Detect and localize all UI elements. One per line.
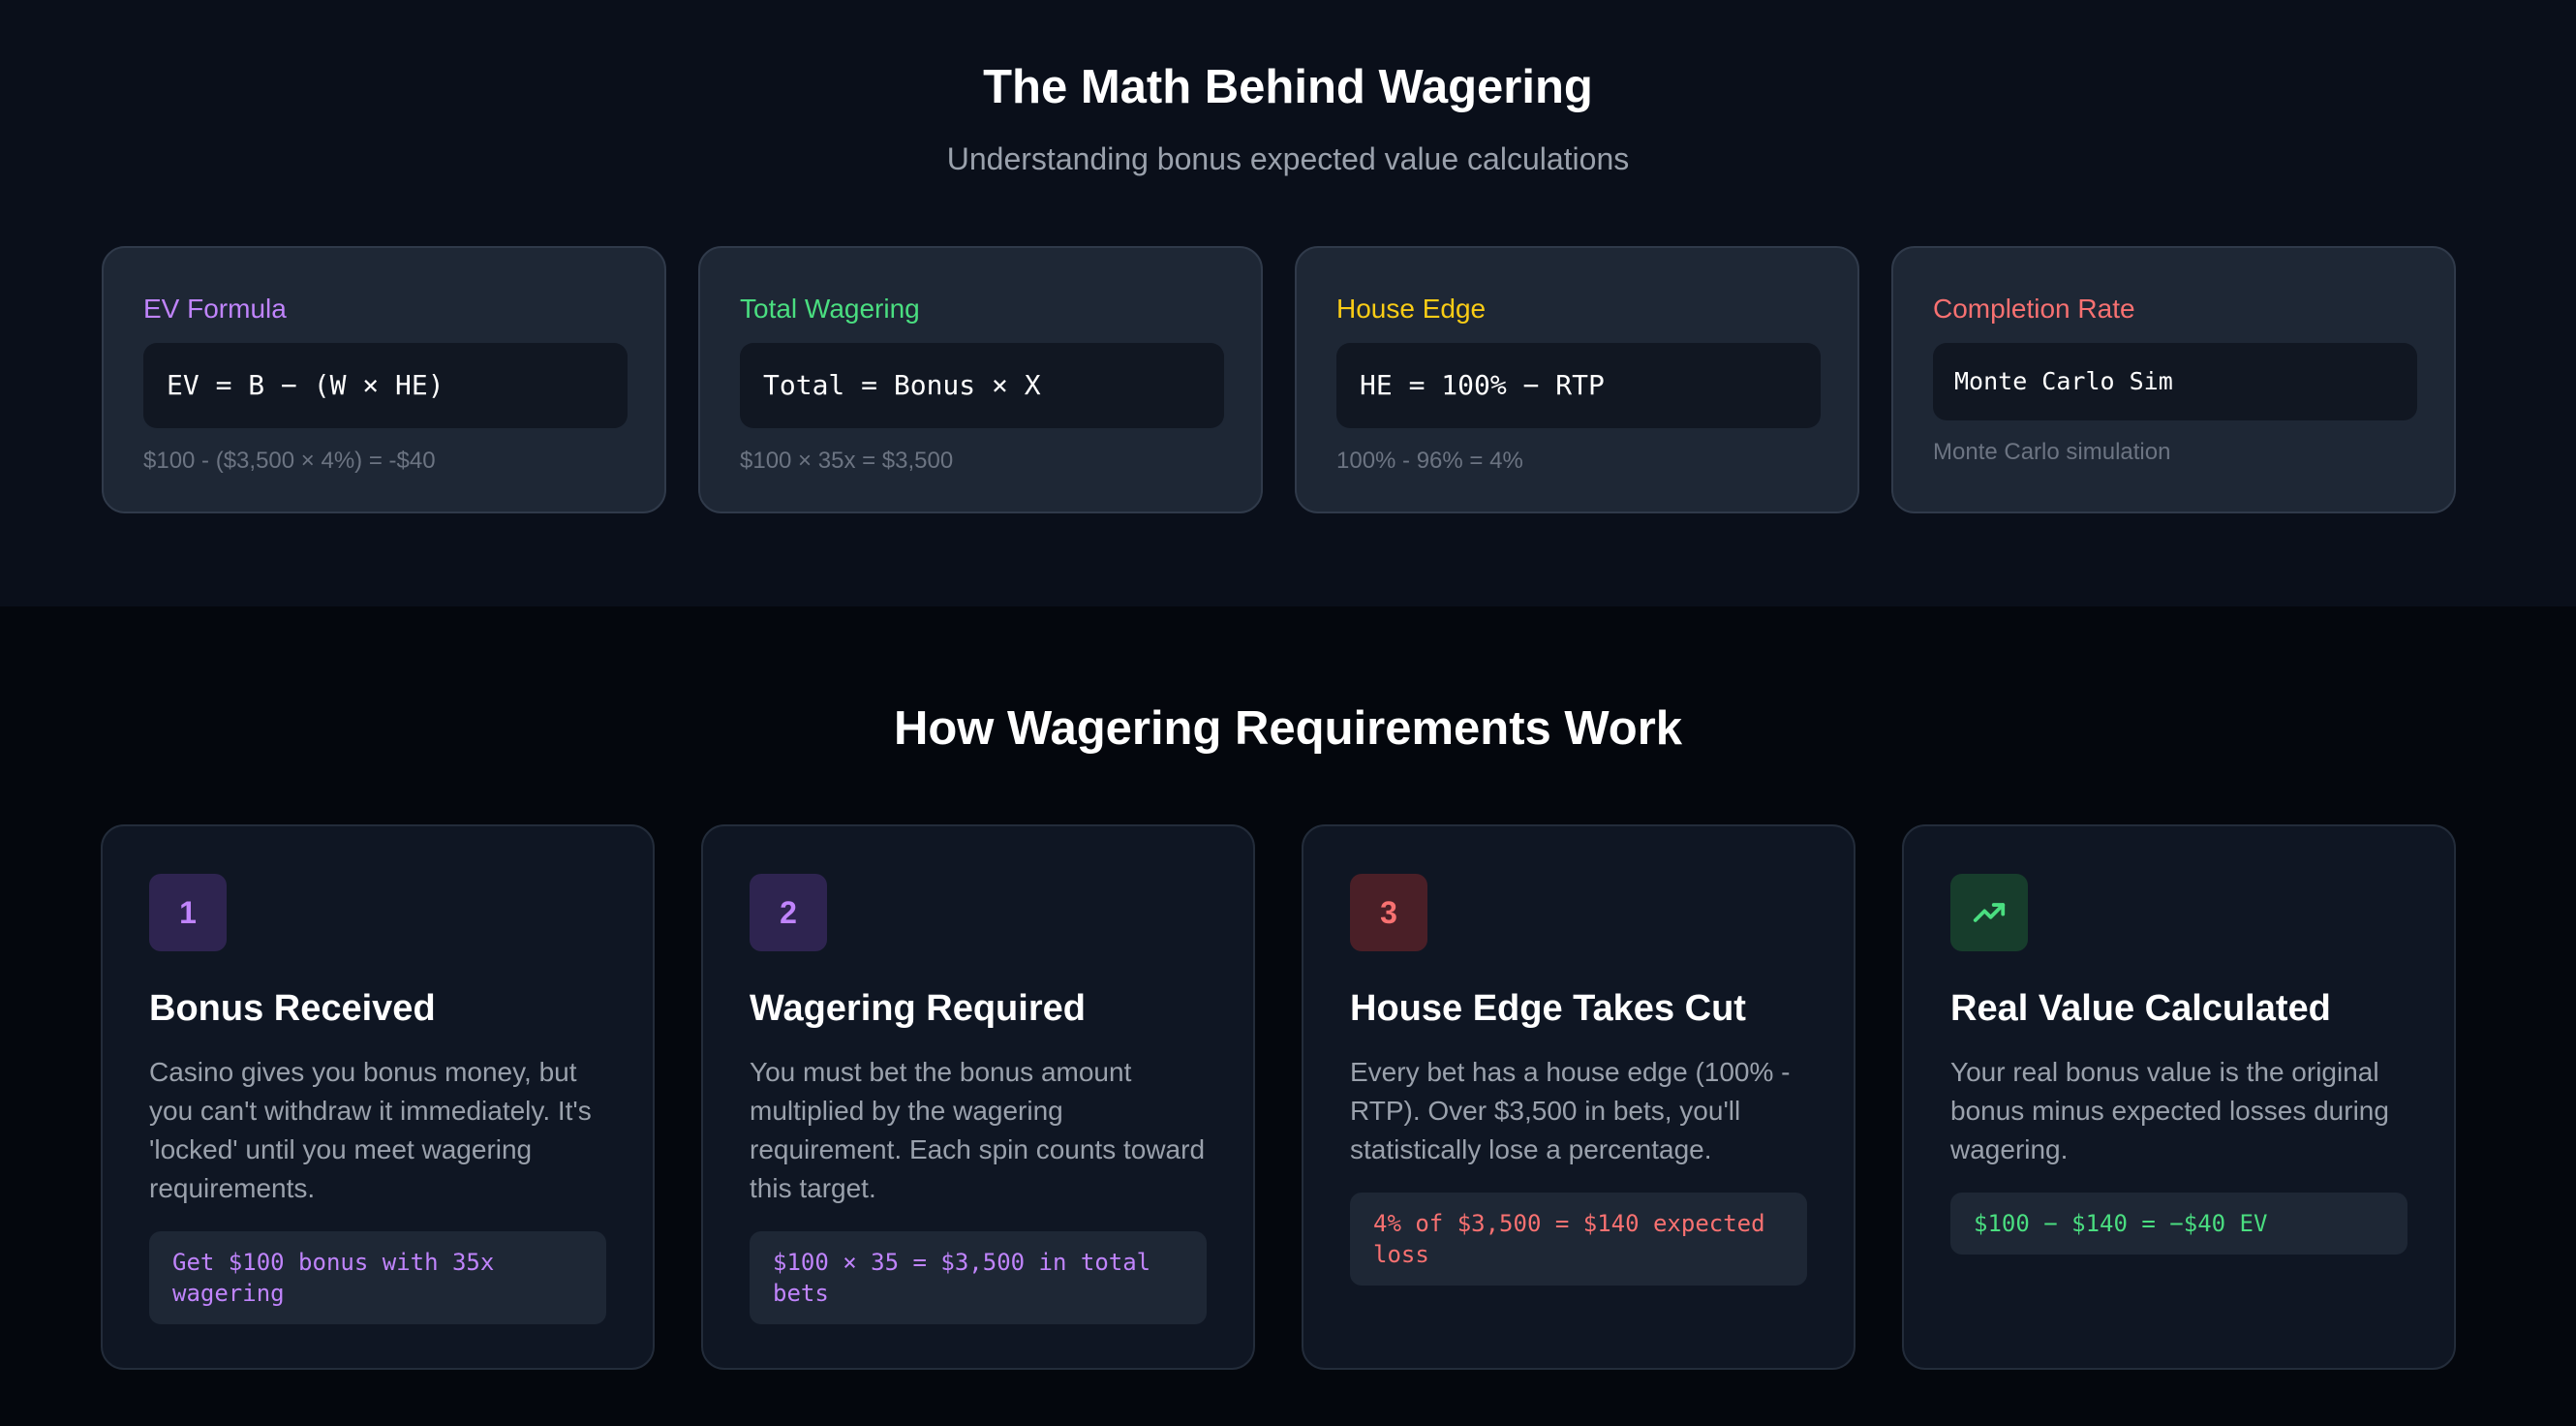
step-example: $100 × 35 = $3,500 in total bets <box>750 1231 1207 1324</box>
step-title: Wagering Required <box>750 988 1086 1029</box>
step-number-badge: 3 <box>1350 874 1427 951</box>
formula-card-title: Completion Rate <box>1933 294 2135 324</box>
formula-example: Monte Carlo simulation <box>1933 439 2171 465</box>
formula-box: Monte Carlo Sim <box>1933 343 2417 420</box>
page-title: The Math Behind Wagering <box>983 61 1593 113</box>
formula-example: $100 × 35x = $3,500 <box>740 448 954 474</box>
formula-card-total-wagering: Total Wagering Total = Bonus × X $100 × … <box>698 246 1263 513</box>
step-card-house-edge: 3 House Edge Takes Cut Every bet has a h… <box>1302 824 1855 1370</box>
step-example: $100 − $140 = −$40 EV <box>1950 1193 2407 1255</box>
formula-example: 100% - 96% = 4% <box>1336 448 1523 474</box>
step-card-bonus-received: 1 Bonus Received Casino gives you bonus … <box>101 824 655 1370</box>
step-number-badge: 1 <box>149 874 227 951</box>
step-description: You must bet the bonus amount multiplied… <box>750 1057 1206 1203</box>
step-title: Real Value Calculated <box>1950 988 2331 1029</box>
formula-card-house-edge: House Edge HE = 100% − RTP 100% - 96% = … <box>1295 246 1859 513</box>
step-number-badge: 2 <box>750 874 827 951</box>
formula-box: HE = 100% − RTP <box>1336 343 1821 428</box>
formula-box: Total = Bonus × X <box>740 343 1224 428</box>
formula-example: $100 - ($3,500 × 4%) = -$40 <box>143 448 436 474</box>
step-title: House Edge Takes Cut <box>1350 988 1746 1029</box>
formula-card-title: House Edge <box>1336 294 1487 324</box>
step-description: Casino gives you bonus money, but you ca… <box>149 1057 592 1203</box>
step-title: Bonus Received <box>149 988 436 1029</box>
step-example: Get $100 bonus with 35x wagering <box>149 1231 606 1324</box>
step-example: 4% of $3,500 = $140 expected loss <box>1350 1193 1807 1286</box>
step-card-wagering-required: 2 Wagering Required You must bet the bon… <box>701 824 1255 1370</box>
trending-up-icon <box>1950 874 2028 951</box>
step-description: Your real bonus value is the original bo… <box>1950 1057 2389 1164</box>
formula-box: EV = B − (W × HE) <box>143 343 628 428</box>
formula-card-title: EV Formula <box>143 294 287 324</box>
page-subtitle: Understanding bonus expected value calcu… <box>946 141 1630 176</box>
step-description: Every bet has a house edge (100% - RTP).… <box>1350 1057 1791 1164</box>
section-title: How Wagering Requirements Work <box>893 702 1683 755</box>
formula-card-title: Total Wagering <box>740 294 920 324</box>
formula-card-ev: EV Formula EV = B − (W × HE) $100 - ($3,… <box>102 246 666 513</box>
formula-card-completion-rate: Completion Rate Monte Carlo Sim Monte Ca… <box>1891 246 2456 513</box>
step-card-real-value: Real Value Calculated Your real bonus va… <box>1902 824 2456 1370</box>
